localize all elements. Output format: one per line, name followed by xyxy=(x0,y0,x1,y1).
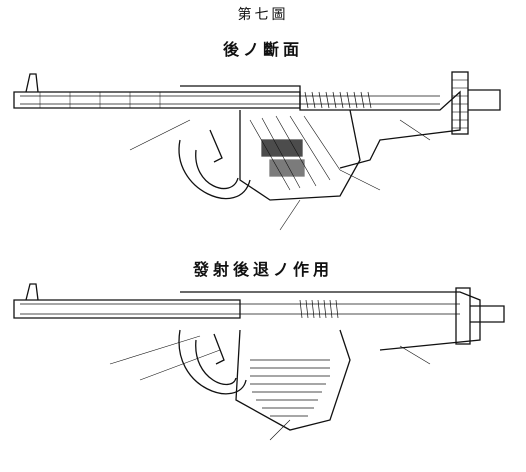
caption-top-section: 後ノ斷面 xyxy=(222,40,303,59)
top-pistol-drawing xyxy=(13,71,501,231)
figure-label: 第七圖 xyxy=(237,7,289,23)
bottom-pistol-drawing xyxy=(13,283,505,441)
caption-bottom-action: 發射後退ノ作用 xyxy=(192,260,333,279)
